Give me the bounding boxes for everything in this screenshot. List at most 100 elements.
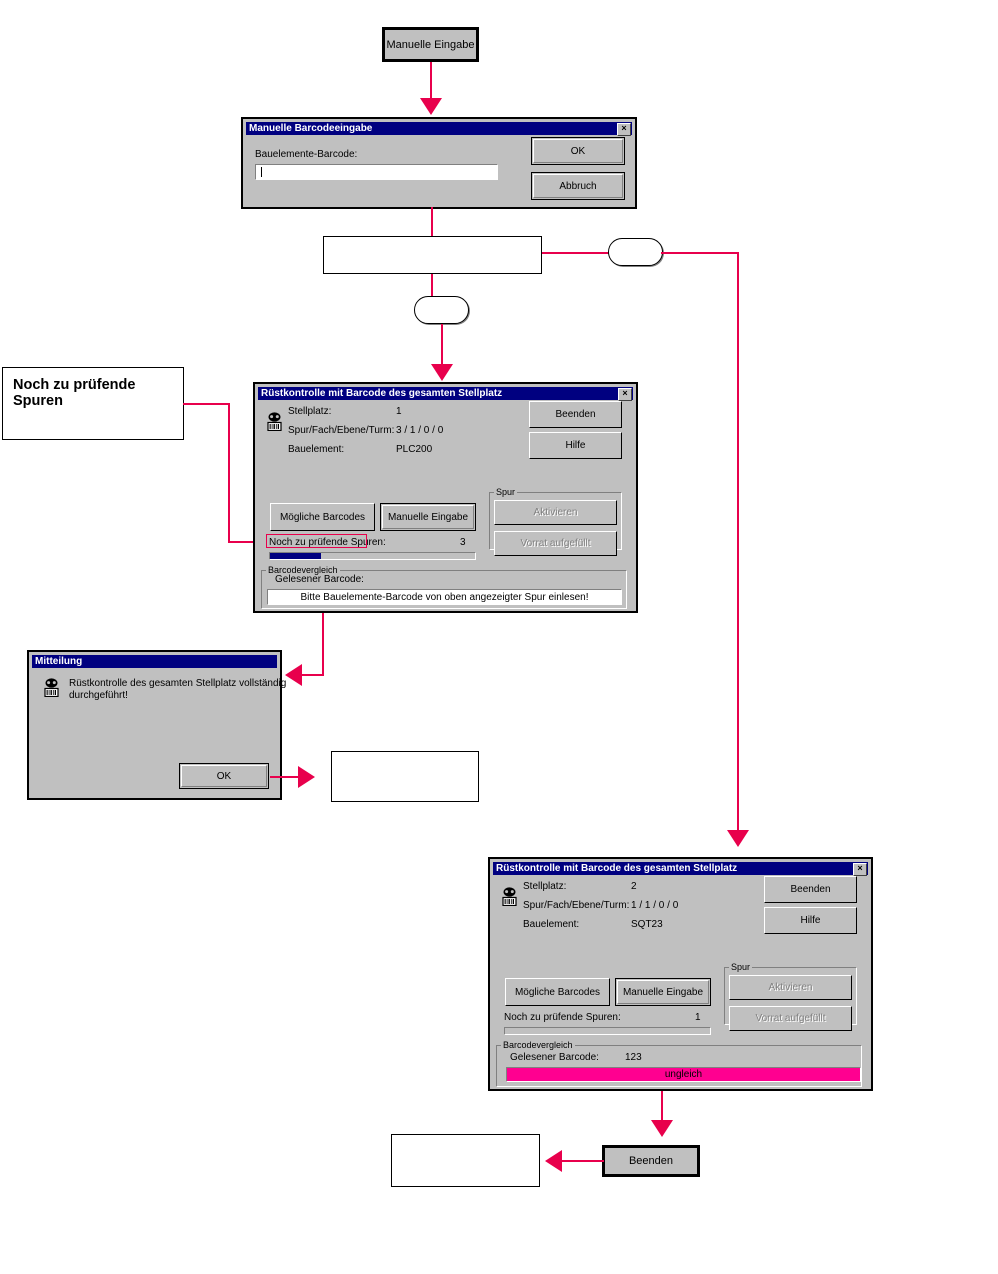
dialog-ruestkontrolle-2[interactable]: Rüstkontrolle mit Barcode des gesamten S… bbox=[488, 857, 873, 1091]
flow-button-beenden-label: Beenden bbox=[628, 1155, 674, 1167]
noch-zu-pruefende-spuren-label: Noch zu prüfende Spuren: bbox=[504, 1012, 621, 1023]
flow-button-beenden[interactable]: Beenden bbox=[602, 1145, 700, 1177]
row-label-bauelement: Bauelement: bbox=[288, 444, 345, 455]
moegliche-barcodes-button[interactable]: Mögliche Barcodes bbox=[270, 503, 375, 531]
dialog-ruestkontrolle-1[interactable]: Rüstkontrolle mit Barcode des gesamten S… bbox=[253, 382, 638, 613]
annotation-label: Noch zu prüfende Spuren bbox=[13, 377, 136, 409]
row-value-spur-fach-ebene-turm: 1 / 1 / 0 / 0 bbox=[631, 900, 679, 911]
aktivieren-button-label: Aktivieren bbox=[533, 507, 578, 518]
manuelle-eingabe-button[interactable]: Manuelle Eingabe bbox=[380, 503, 476, 531]
button-bevel bbox=[617, 980, 709, 1004]
group-barcodevergleich-label: Barcodevergleich bbox=[266, 565, 340, 575]
button-bevel bbox=[382, 505, 474, 529]
group-spur-label: Spur bbox=[494, 487, 518, 497]
titlebar[interactable]: Rüstkontrolle mit Barcode des gesamten S… bbox=[493, 862, 868, 876]
connector-ok-to-box2 bbox=[270, 776, 300, 778]
ok-button-label: OK bbox=[570, 145, 586, 157]
close-icon[interactable]: × bbox=[618, 388, 632, 401]
arrow-left-to-mitteilung bbox=[285, 664, 302, 686]
connector-beenden-to-box3 bbox=[560, 1160, 604, 1162]
dialog-title: Manuelle Barcodeeingabe bbox=[249, 123, 373, 134]
noch-zu-pruefende-spuren-value: 1 bbox=[695, 1012, 701, 1023]
aktivieren-button[interactable]: Aktivieren bbox=[729, 975, 852, 1000]
row-value-stellplatz: 1 bbox=[396, 406, 402, 417]
group-barcodevergleich-label: Barcodevergleich bbox=[501, 1040, 575, 1050]
connector-pill-right-out bbox=[661, 252, 739, 254]
flow-button-manuelle-eingabe-label: Manuelle Eingabe bbox=[386, 38, 475, 51]
status-message-field: Bitte Bauelemente-Barcode von oben angez… bbox=[267, 589, 622, 605]
annotation-leader-h1 bbox=[183, 403, 230, 405]
titlebar[interactable]: Rüstkontrolle mit Barcode des gesamten S… bbox=[258, 387, 633, 401]
gelesener-barcode-label: Gelesener Barcode: bbox=[275, 574, 364, 585]
moegliche-barcodes-button-label: Mögliche Barcodes bbox=[279, 511, 366, 523]
close-icon[interactable]: × bbox=[617, 123, 631, 136]
beenden-button-label: Beenden bbox=[790, 884, 831, 895]
aktivieren-button[interactable]: Aktivieren bbox=[494, 500, 617, 525]
hilfe-button-label: Hilfe bbox=[800, 915, 821, 926]
gelesener-barcode-value: 123 bbox=[625, 1052, 642, 1063]
message-line-1: Rüstkontrolle des gesamten Stellplatz vo… bbox=[69, 678, 287, 689]
dialog-manuelle-barcodeeingabe[interactable]: Manuelle Barcodeeingabe × Bauelemente-Ba… bbox=[241, 117, 637, 209]
ok-button[interactable]: OK bbox=[179, 763, 269, 789]
flow-empty-box-1[interactable] bbox=[323, 236, 542, 274]
row-value-bauelement: PLC200 bbox=[396, 444, 433, 455]
cancel-button[interactable]: Abbruch bbox=[531, 172, 625, 200]
row-label-stellplatz: Stellplatz: bbox=[523, 881, 567, 892]
beenden-button[interactable]: Beenden bbox=[529, 401, 622, 428]
group-barcodevergleich bbox=[496, 1045, 862, 1087]
connector-dialog2-to-beenden bbox=[661, 1091, 663, 1123]
message-line-2: durchgeführt! bbox=[69, 690, 128, 701]
vorrat-aufgefuellt-button-label: Vorrat aufgefüllt bbox=[520, 538, 591, 549]
connector-pill-center-out bbox=[441, 324, 443, 367]
row-label-spur-fach-ebene-turm: Spur/Fach/Ebene/Turm: bbox=[523, 900, 630, 911]
barcode-scanner-icon bbox=[267, 412, 282, 431]
vorrat-aufgefuellt-button[interactable]: Vorrat aufgefüllt bbox=[494, 531, 617, 556]
connector-dialog1-to-mitteilung-v bbox=[322, 613, 324, 675]
hilfe-button[interactable]: Hilfe bbox=[529, 432, 622, 459]
group-barcodevergleich bbox=[261, 570, 627, 609]
dialog-title: Mitteilung bbox=[35, 656, 83, 667]
annotation-leader-v bbox=[228, 403, 230, 542]
titlebar[interactable]: Manuelle Barcodeeingabe × bbox=[246, 122, 632, 136]
ok-button[interactable]: OK bbox=[531, 137, 625, 165]
flow-connector-pill-center[interactable] bbox=[414, 296, 469, 324]
dialog-title: Rüstkontrolle mit Barcode des gesamten S… bbox=[496, 863, 738, 874]
manuelle-eingabe-button-label: Manuelle Eingabe bbox=[622, 986, 704, 998]
beenden-button[interactable]: Beenden bbox=[764, 876, 857, 903]
noch-zu-pruefende-spuren-label: Noch zu prüfende Spuren: bbox=[269, 537, 386, 548]
row-label-bauelement: Bauelement: bbox=[523, 919, 580, 930]
manuelle-eingabe-button[interactable]: Manuelle Eingabe bbox=[615, 978, 711, 1006]
connector-dialog1-to-mitteilung-h bbox=[300, 674, 324, 676]
aktivieren-button-label: Aktivieren bbox=[768, 982, 813, 993]
hilfe-button[interactable]: Hilfe bbox=[764, 907, 857, 934]
close-icon[interactable]: × bbox=[853, 863, 867, 876]
barcode-field-label: Bauelemente-Barcode: bbox=[255, 149, 358, 160]
hilfe-button-label: Hilfe bbox=[565, 440, 586, 451]
row-value-stellplatz: 2 bbox=[631, 881, 637, 892]
arrow-down-to-dialog-check-1 bbox=[431, 364, 453, 381]
status-ungleich-text: ungleich bbox=[664, 1069, 703, 1080]
spuren-progress-bar bbox=[269, 552, 476, 560]
dialog-mitteilung[interactable]: Mitteilung Rüstkontrolle des gesamten St… bbox=[27, 650, 286, 800]
noch-zu-pruefende-spuren-value: 3 bbox=[460, 537, 466, 548]
arrow-down-to-beenden bbox=[651, 1120, 673, 1137]
flow-button-manuelle-eingabe[interactable]: Manuelle Eingabe bbox=[382, 27, 479, 62]
connector-top-1 bbox=[430, 62, 432, 100]
dialog-title: Rüstkontrolle mit Barcode des gesamten S… bbox=[261, 388, 503, 399]
vorrat-aufgefuellt-button[interactable]: Vorrat aufgefüllt bbox=[729, 1006, 852, 1031]
spuren-progress-fill bbox=[270, 553, 322, 559]
flow-connector-pill-right[interactable] bbox=[608, 238, 663, 266]
moegliche-barcodes-button[interactable]: Mögliche Barcodes bbox=[505, 978, 610, 1006]
flow-empty-box-3[interactable] bbox=[391, 1134, 540, 1187]
button-bevel bbox=[533, 174, 623, 198]
status-ungleich-bar: ungleich bbox=[506, 1067, 861, 1082]
barcode-input[interactable] bbox=[255, 164, 498, 180]
moegliche-barcodes-button-label: Mögliche Barcodes bbox=[514, 986, 601, 998]
titlebar[interactable]: Mitteilung bbox=[32, 655, 277, 668]
flow-empty-box-2[interactable] bbox=[331, 751, 479, 802]
button-bevel bbox=[181, 765, 267, 787]
spuren-progress-bar bbox=[504, 1027, 711, 1035]
row-label-stellplatz: Stellplatz: bbox=[288, 406, 332, 417]
button-bevel bbox=[533, 139, 623, 163]
row-label-spur-fach-ebene-turm: Spur/Fach/Ebene/Turm: bbox=[288, 425, 395, 436]
